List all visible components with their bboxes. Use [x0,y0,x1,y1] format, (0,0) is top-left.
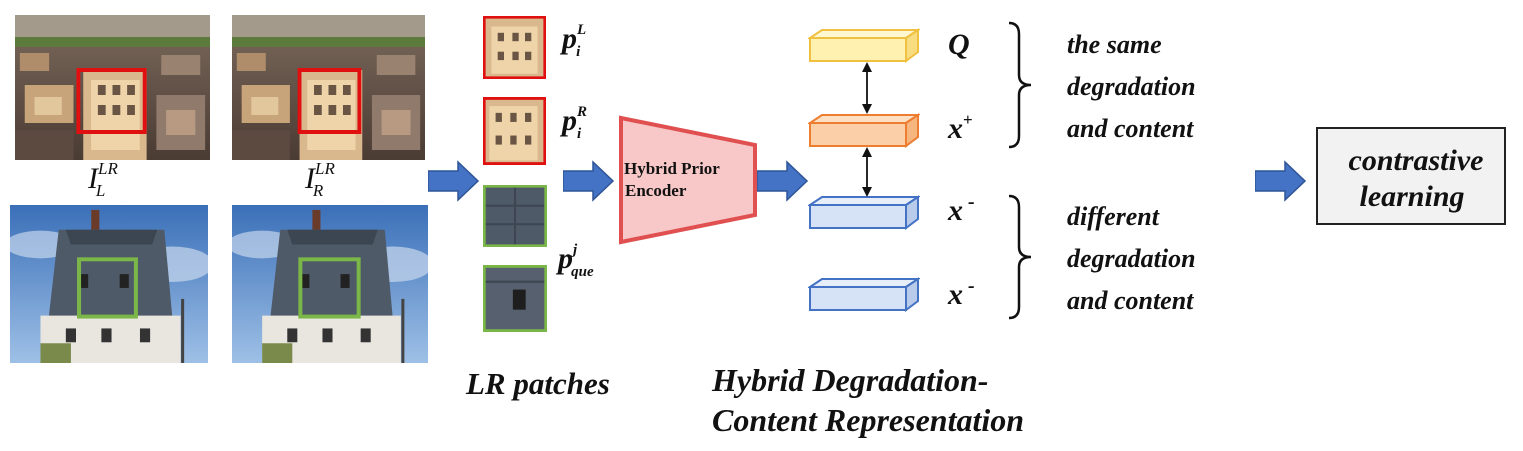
encoder-label: Hybrid Prior Encoder [624,159,720,200]
brace-different [1008,194,1032,320]
negative-feature-block-2 [808,277,920,312]
red-selection-box [76,68,147,134]
q-label: Q [948,28,970,61]
different-group-text: different degradation and content [1067,202,1196,315]
representation-caption: Hybrid Degradation- Content Representati… [712,362,1025,438]
x-negative-label-1: x- [948,191,975,227]
double-arrow-icon [862,147,872,197]
x-positive-label: x+ [948,110,973,145]
contrastive-learning-box: contrastive learning [1316,127,1506,225]
query-feature-block [808,28,920,63]
right-view-city-image [232,15,425,160]
arrow-icon [1255,160,1307,202]
green-selection-box [77,257,138,319]
patch-label-right: pRi [562,104,588,142]
hybrid-prior-encoder [619,115,757,245]
patch-label-left: pLi [562,22,587,60]
green-selection-box [298,257,361,319]
same-group-text: the same degradation and content [1067,30,1196,143]
positive-feature-block [808,113,920,148]
lr-patches-caption: LR patches [466,366,610,401]
right-view-tower-image [232,205,428,363]
patch-right-red [483,97,546,165]
arrow-icon [757,160,809,202]
brace-same [1008,21,1032,149]
arrow-icon [428,160,480,202]
patch-label-query: pjque [558,242,594,280]
red-selection-box [297,68,362,134]
negative-feature-block-1 [808,195,920,230]
patch-green-2 [483,265,547,332]
arrow-icon [563,160,615,202]
double-arrow-icon [862,62,872,114]
patch-green-1 [483,185,547,247]
right-image-label: ILRR [305,159,335,200]
left-view-tower-image [10,205,208,363]
left-view-city-image [15,15,210,160]
left-image-label: ILRL [88,159,118,200]
x-negative-label-2: x- [948,275,975,311]
patch-left-red [483,16,546,79]
